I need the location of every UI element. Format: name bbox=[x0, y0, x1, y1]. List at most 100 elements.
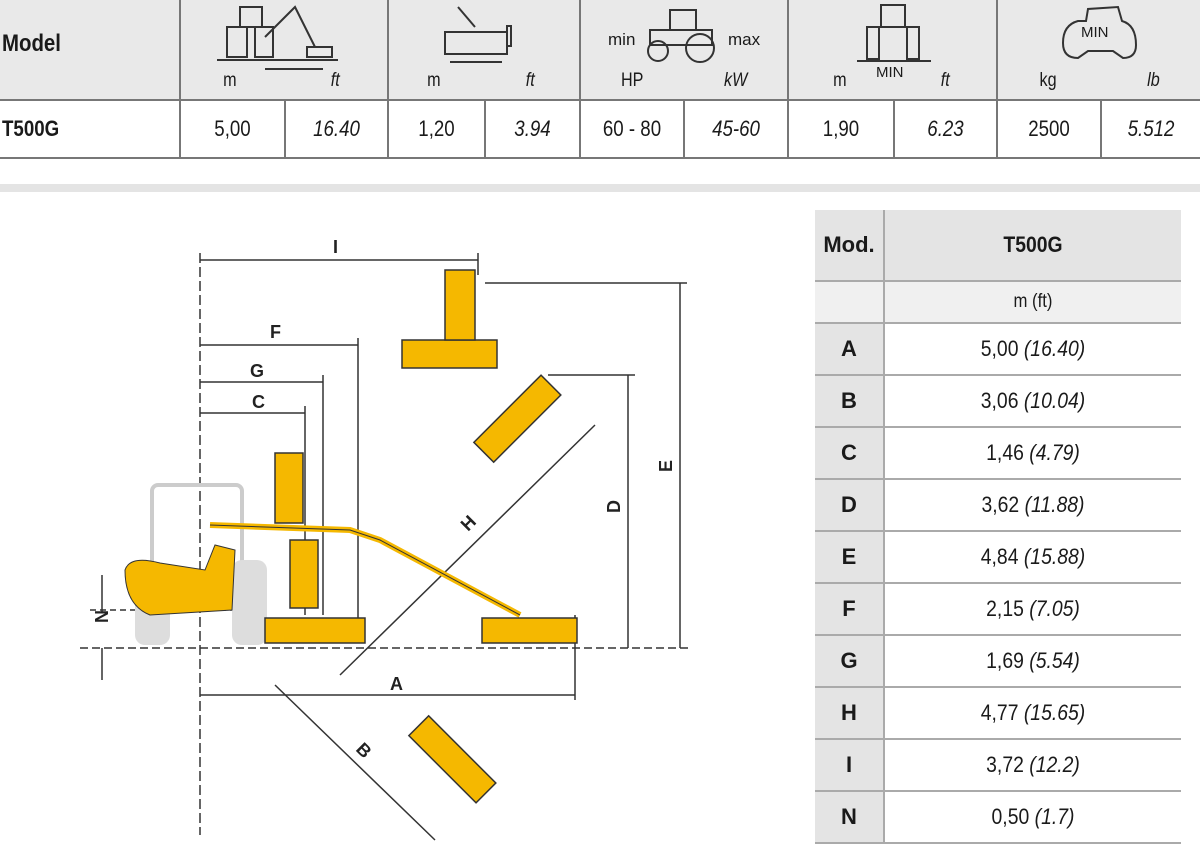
mower-head bbox=[481, 617, 578, 644]
mower-head bbox=[274, 452, 304, 524]
dimension-row-n: N 0,50 (1.7) bbox=[815, 792, 1181, 844]
spec-table-header bbox=[0, 0, 1200, 101]
value-m: 0,50 bbox=[991, 804, 1030, 829]
value-cell: 5,00 bbox=[214, 116, 251, 141]
value-ft: (1.7) bbox=[1034, 804, 1075, 829]
value-m: 5,00 bbox=[980, 336, 1019, 361]
value-cell: 3.94 bbox=[514, 116, 551, 141]
value-m: 1,69 bbox=[986, 648, 1024, 673]
dimension-key: E bbox=[815, 532, 885, 582]
value-cell: 6.23 bbox=[927, 116, 964, 141]
value-cell: 45-60 bbox=[712, 116, 760, 141]
spec-table-row bbox=[0, 101, 1200, 159]
value-m: 3,06 bbox=[980, 388, 1019, 413]
units-label: m (ft) bbox=[1013, 291, 1053, 312]
dimension-value: 4,84 (15.88) bbox=[903, 544, 1163, 570]
cutting-width-icon bbox=[444, 6, 512, 63]
value-ft: (12.2) bbox=[1029, 752, 1080, 777]
dimension-table: Mod. T500G m (ft) A 5,00 (16.40) B 3,06 (10… bbox=[815, 210, 1181, 844]
value-cell: 5.512 bbox=[1127, 116, 1175, 141]
dim-label-f: F bbox=[270, 322, 281, 342]
unit: HP bbox=[620, 70, 644, 91]
unit: m bbox=[223, 70, 237, 91]
dimension-value: 5,00 (16.40) bbox=[903, 336, 1163, 362]
dimension-row-g: G 1,69 (5.54) bbox=[815, 636, 1181, 688]
working-reach-icon bbox=[217, 5, 338, 70]
unit: ft bbox=[330, 70, 340, 91]
power-min-label: min bbox=[608, 30, 636, 49]
dim-label-b: B bbox=[352, 739, 375, 762]
dimension-value: 4,77 (15.65) bbox=[903, 700, 1163, 726]
value-cell: 60 - 80 bbox=[602, 116, 662, 141]
unit: m bbox=[427, 70, 441, 91]
dimension-table-header: Mod. T500G bbox=[815, 210, 1181, 282]
unit: m bbox=[833, 70, 847, 91]
dim-label-d: D bbox=[604, 500, 624, 513]
value-ft: (11.88) bbox=[1024, 492, 1085, 517]
weight-min-label: MIN bbox=[1081, 24, 1109, 41]
mower-head bbox=[407, 714, 497, 804]
value-ft: (7.05) bbox=[1029, 596, 1080, 621]
dimension-row-i: I 3,72 (12.2) bbox=[815, 740, 1181, 792]
unit: lb bbox=[1147, 70, 1160, 91]
model-header: T500G bbox=[1003, 232, 1063, 257]
dimension-value: 2,15 (7.05) bbox=[903, 596, 1163, 622]
dimension-row-d: D 3,62 (11.88) bbox=[815, 480, 1181, 532]
divider bbox=[0, 184, 1200, 192]
value-ft: (10.04) bbox=[1023, 388, 1086, 413]
value-m: 2,15 bbox=[986, 596, 1024, 621]
dim-label-n: N bbox=[92, 610, 112, 623]
unit: ft bbox=[525, 70, 535, 91]
dimension-value: 1,46 (4.79) bbox=[903, 440, 1163, 466]
dimension-value: 3,72 (12.2) bbox=[903, 752, 1163, 778]
dimension-row-e: E 4,84 (15.88) bbox=[815, 532, 1181, 584]
dimension-row-a: A 5,00 (16.40) bbox=[815, 324, 1181, 376]
dimension-row-f: F 2,15 (7.05) bbox=[815, 584, 1181, 636]
mower-head bbox=[444, 269, 476, 341]
mower-head bbox=[264, 617, 366, 644]
dimension-value: 0,50 (1.7) bbox=[903, 804, 1163, 830]
dimension-key: A bbox=[815, 324, 885, 374]
value-m: 4,77 bbox=[980, 700, 1019, 725]
dimension-value: 3,62 (11.88) bbox=[903, 492, 1163, 518]
dimension-row-c: C 1,46 (4.79) bbox=[815, 428, 1181, 480]
mower-frame bbox=[124, 544, 236, 616]
dimension-key: H bbox=[815, 688, 885, 738]
value-m: 1,46 bbox=[986, 440, 1024, 465]
model-name: T500G bbox=[2, 116, 60, 141]
dim-label-c: C bbox=[252, 392, 265, 412]
mower-head bbox=[401, 339, 498, 369]
dimension-key: D bbox=[815, 480, 885, 530]
dimension-key: F bbox=[815, 584, 885, 634]
mower-head bbox=[472, 374, 562, 464]
dimension-value: 3,06 (10.04) bbox=[903, 388, 1163, 414]
spec-table: Model T500G min max MIN MIN m ft m ft HP… bbox=[0, 0, 1200, 160]
dimension-diagram: I F G C D E H A B N bbox=[80, 237, 690, 841]
unit: kg bbox=[1039, 70, 1057, 91]
dimension-value: 1,69 (5.54) bbox=[903, 648, 1163, 674]
tractor-weight-icon bbox=[1061, 5, 1138, 60]
value-m: 3,72 bbox=[986, 752, 1024, 777]
value-m: 3,62 bbox=[981, 492, 1020, 517]
model-label: Model bbox=[2, 30, 61, 57]
value-cell: 16.40 bbox=[313, 116, 360, 141]
unit: kW bbox=[724, 70, 748, 91]
track-min-label: MIN bbox=[876, 64, 904, 81]
dimension-key: C bbox=[815, 428, 885, 478]
dimension-key: I bbox=[815, 740, 885, 790]
dimension-key: N bbox=[815, 792, 885, 842]
value-m: 4,84 bbox=[980, 544, 1019, 569]
dimension-key: G bbox=[815, 636, 885, 686]
dimension-row-b: B 3,06 (10.04) bbox=[815, 376, 1181, 428]
dim-label-h: H bbox=[457, 511, 480, 534]
dim-label-g: G bbox=[250, 361, 264, 381]
dimension-key: B bbox=[815, 376, 885, 426]
mod-header: Mod. bbox=[815, 210, 885, 280]
dim-label-e: E bbox=[656, 460, 676, 472]
dim-label-i: I bbox=[333, 237, 338, 257]
value-cell: 1,90 bbox=[822, 116, 860, 141]
value-ft: (5.54) bbox=[1029, 648, 1080, 673]
unit: ft bbox=[940, 70, 950, 91]
value-cell: 2500 bbox=[1028, 116, 1070, 141]
mower-head bbox=[289, 539, 319, 609]
